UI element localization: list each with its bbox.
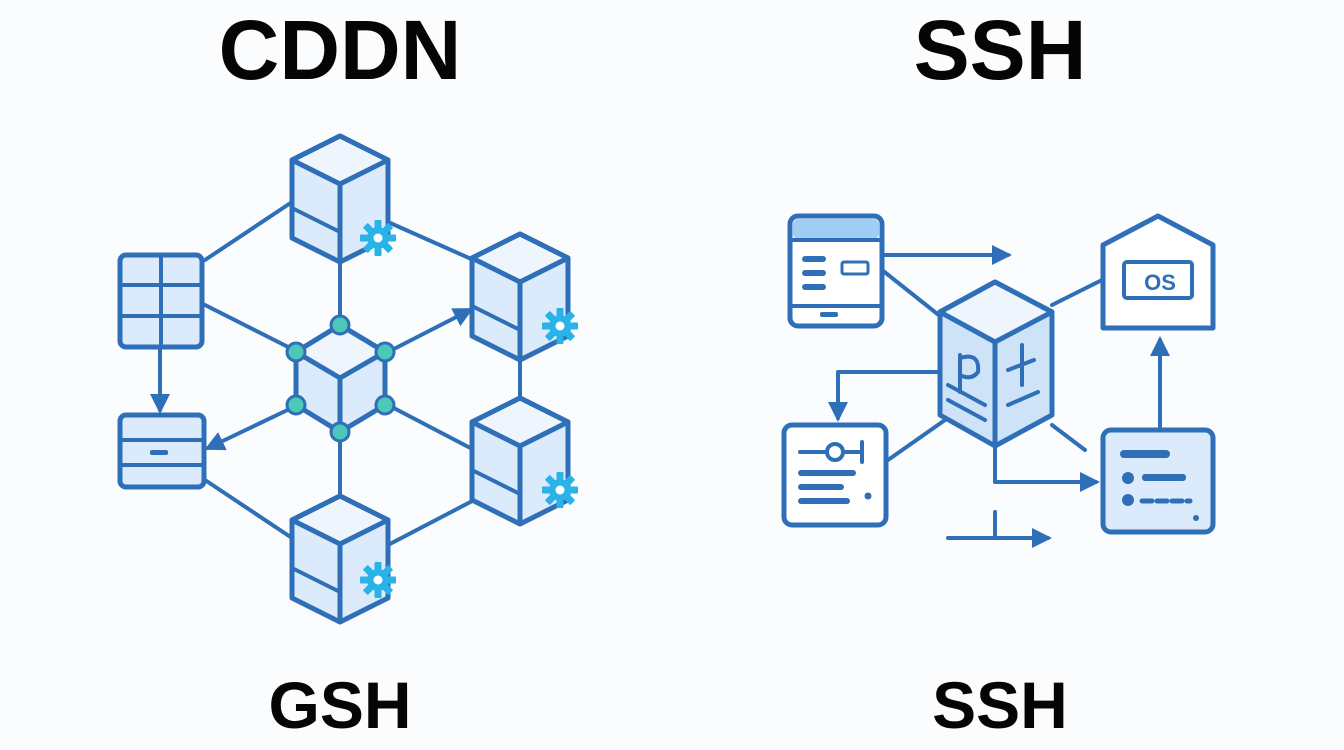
browser-window-icon [787, 213, 885, 329]
cube-node-right-lower [472, 398, 568, 524]
left-title: CDDN [218, 3, 462, 97]
right-connectors [828, 245, 1170, 548]
gear-icon [542, 472, 578, 508]
document-icon [781, 422, 889, 528]
right-diagram: OS [781, 213, 1216, 548]
ssh-server-cube [937, 279, 1055, 449]
grid-panel-icon [117, 252, 205, 350]
central-hub [285, 314, 396, 443]
right-subtitle: SSH [932, 668, 1068, 742]
os-label: OS [1144, 270, 1176, 295]
list-panel-icon [1100, 427, 1216, 535]
right-title: SSH [913, 3, 1087, 97]
server-panel-icon [117, 412, 207, 490]
gear-icon [360, 562, 396, 598]
left-subtitle: GSH [268, 668, 412, 742]
gear-icon [542, 308, 578, 344]
gear-icon [360, 220, 396, 256]
os-house-icon: OS [1100, 213, 1216, 331]
left-diagram [117, 136, 578, 622]
cube-node-right-upper [472, 234, 568, 360]
cube-node-bottom [292, 496, 388, 622]
